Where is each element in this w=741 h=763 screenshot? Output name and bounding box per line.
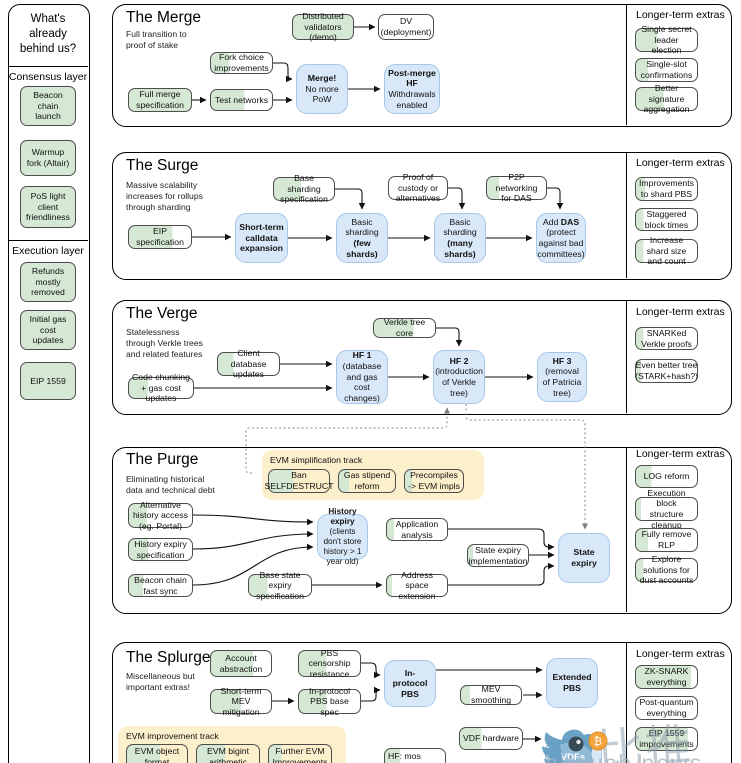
extra-zk-snark-everything: ZK-SNARK everything <box>635 665 698 689</box>
extra-even-better-tree: Even better tree (STARK+hash?) <box>635 359 698 383</box>
node-eip-1559: EIP 1559 <box>20 362 76 400</box>
extra-log-reform: LOG reform <box>635 465 698 488</box>
surge-extras-header: Longer-term extras <box>636 157 725 169</box>
node-evm-object-format: EVM object format <box>126 744 188 763</box>
node-application-analysis: Application analysis <box>386 518 448 541</box>
node-gas-stipend-reform: Gas stipend reform <box>338 469 396 493</box>
evm-improvement-track-label: EVM improvement track <box>126 731 219 741</box>
node-state-expiry: State expiry <box>558 533 610 583</box>
splurge-desc: Miscellaneous but important extras! <box>126 671 195 693</box>
extra-post-quantum-everything: Post-quantum everything <box>635 696 698 720</box>
extra-dust-accounts: Explore solutions for dust accounts <box>635 554 698 585</box>
node-fork-choice-improvements: Fork choice improvements <box>210 52 273 74</box>
merge-extras-header: Longer-term extras <box>636 9 725 21</box>
node-mev-smoothing: MEV smoothing <box>460 684 522 705</box>
node-hf-mos: HF: mos <box>384 748 446 763</box>
node-extended-pbs: Extended PBS <box>546 658 598 708</box>
verge-title: The Verge <box>126 305 198 322</box>
surge-extras-divider <box>626 152 627 278</box>
node-verkle-tree-core: Verkle tree core <box>373 317 436 338</box>
node-eip-specification: EIP specification <box>128 225 192 249</box>
node-short-term-mev-mitigation: Short-term MEV mitigation <box>210 686 272 717</box>
node-hf1: HF 1 (database and gas cost changes) <box>336 350 388 404</box>
extra-single-slot-confirmations: Single-slot confirmations <box>635 58 698 82</box>
node-test-networks: Test networks <box>210 89 273 111</box>
node-precompiles-evm-impls: Precompiles -> EVM impls <box>404 469 464 493</box>
node-add-das: Add DAS (protect against bad committees) <box>536 213 586 263</box>
consensus-layer-label: Consensus layer <box>8 71 88 83</box>
execution-layer-label: Execution layer <box>12 245 84 257</box>
extra-single-secret-leader-election: Single secret leader election <box>635 24 698 55</box>
verge-desc: Statelessness through Verkle trees and r… <box>126 327 203 360</box>
splurge-extras-header: Longer-term extras <box>636 648 725 660</box>
node-merge-milestone: Merge! No more PoW <box>296 64 348 114</box>
merge-extras-divider <box>626 4 627 125</box>
node-base-sharding-spec: Base sharding specification <box>273 173 335 204</box>
node-pbs-censorship-resistance: PBS censorship resistance <box>298 648 361 679</box>
node-address-space-extension: Address space extension <box>386 570 448 601</box>
merge-desc: Full transition to proof of stake <box>126 29 187 51</box>
node-in-protocol-pbs: In-protocol PBS <box>384 660 436 707</box>
node-basic-sharding-few: Basic sharding (few shards) <box>336 213 388 263</box>
node-further-evm-improvements: Further EVM Improvements <box>268 744 332 763</box>
surge-title: The Surge <box>126 157 199 174</box>
extra-better-signature-aggregation: Better signature aggregation <box>635 83 698 114</box>
purge-extras-header: Longer-term extras <box>636 448 725 460</box>
node-basic-sharding-many: Basic sharding (many shards) <box>434 213 486 263</box>
extra-fully-remove-rlp: Fully remove RLP <box>635 528 698 552</box>
node-warmup-fork-altair: Warmup fork (Altair) <box>20 140 76 176</box>
verge-extras-header: Longer-term extras <box>636 306 725 318</box>
node-client-database-updates: Client database updates <box>217 348 280 379</box>
node-code-chunking: Code chunking + gas cost updates <box>128 372 194 403</box>
node-pos-light-client: PoS light client friendliness <box>20 186 76 228</box>
node-beacon-chain-launch: Beacon chain launch <box>20 86 76 126</box>
node-distributed-validators: Distributed validators (demo) <box>292 11 354 42</box>
node-p2p-networking-das: P2P networking for DAS <box>486 172 547 203</box>
extra-eip-1559-improvements: EIP 1559 improvements <box>635 727 698 751</box>
purge-title: The Purge <box>126 451 199 468</box>
node-state-expiry-implementation: State expiry implementation <box>467 544 529 567</box>
node-base-state-expiry-spec: Base state expiry specification <box>248 570 312 601</box>
extra-execution-block-cleanup: Execution block structure cleanup <box>635 488 698 530</box>
node-ban-selfdestruct: Ban SELFDESTRUCT <box>264 469 334 493</box>
sidebar-title: What's already behind us? <box>19 13 77 55</box>
watermark-bitpush: bitpush news <box>545 750 704 763</box>
purge-desc: Eliminating historical data and technica… <box>126 474 215 496</box>
node-hf3: HF 3 (removal of Patricia tree) <box>537 352 587 402</box>
merge-title: The Merge <box>126 9 201 26</box>
extra-improvements-shard-pbs: Improvements to shard PBS <box>635 177 698 201</box>
splurge-title: The Splurge <box>126 649 211 666</box>
node-refunds-removed: Refunds mostly removed <box>20 262 76 302</box>
node-initial-gas-updates: Initial gas cost updates <box>20 310 76 350</box>
node-dv-deployment: DV (deployment) <box>378 14 434 40</box>
node-vdf-hardware: VDF hardware <box>459 727 523 750</box>
surge-desc: Massive scalability increases for rollup… <box>126 180 203 213</box>
node-post-merge-hf: Post-merge HF Withdrawals enabled <box>384 64 440 114</box>
verge-extras-divider <box>626 300 627 413</box>
node-full-merge-specification: Full merge specification <box>128 88 192 112</box>
node-in-protocol-pbs-base-spec: In-protocol PBS base spec <box>298 686 361 717</box>
node-alternative-history-access: Alternative history access (eg. Portal) <box>128 500 193 531</box>
node-short-term-calldata-expansion: Short-term calldata expansion <box>235 213 288 263</box>
surge-section <box>112 152 732 280</box>
node-account-abstraction: Account abstraction <box>210 650 272 677</box>
extra-increase-shard-size: Increase shard size and count <box>635 235 698 266</box>
sidebar-divider <box>8 66 88 67</box>
node-beacon-chain-fast-sync: Beacon chain fast sync <box>128 574 193 597</box>
node-evm-bigint-arithmetic: EVM bigint arithmetic <box>196 744 260 763</box>
splurge-extras-divider <box>626 642 627 763</box>
extra-snarked-verkle-proofs: SNARKed Verkle proofs <box>635 327 698 350</box>
sidebar-divider <box>8 240 88 241</box>
node-hf2: HF 2 (introduction of Verkle tree) <box>433 350 485 404</box>
evm-simplification-track-label: EVM simplification track <box>270 455 363 465</box>
node-history-expiry-spec: History expiry specification <box>128 538 193 561</box>
purge-extras-divider <box>626 447 627 612</box>
node-proof-of-custody: Proof of custody or alternatives <box>388 172 448 203</box>
node-history-expiry: History expiry (clients don't store hist… <box>317 507 368 566</box>
extra-staggered-block-times: Staggered block times <box>635 208 698 231</box>
